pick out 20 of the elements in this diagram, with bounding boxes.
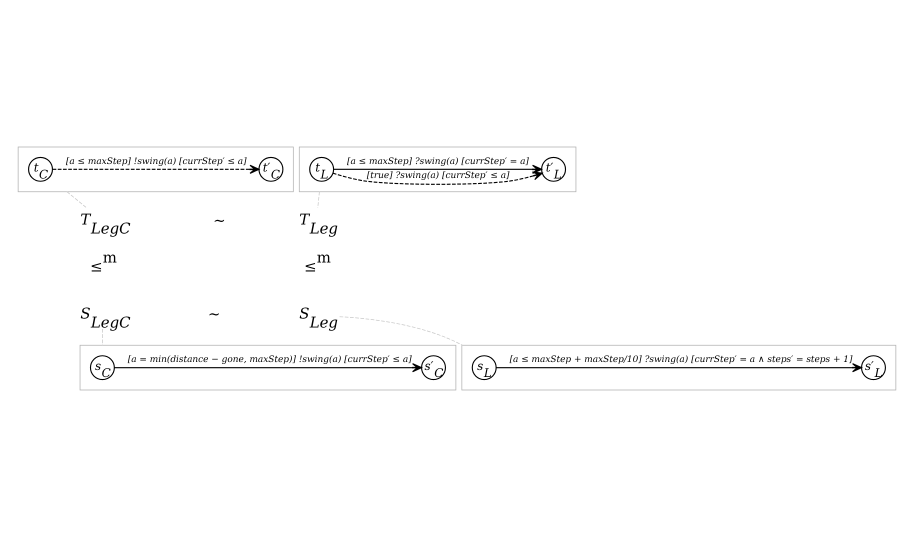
arrow [52, 164, 260, 174]
connector [66, 190, 88, 208]
connector [339, 316, 463, 346]
arrow [332, 170, 543, 184]
label: ∼ [213, 210, 226, 229]
edge-label: [a ≤ maxStep] !swing(a) [currStep′ ≤ a] [66, 156, 247, 166]
edge-label: [a ≤ maxStep] ?swing(a) [currStep′ = a] [347, 156, 529, 166]
arrow [496, 362, 862, 372]
arrow [334, 164, 542, 174]
cluster [80, 344, 456, 390]
label: ∼ [208, 304, 220, 323]
edge-label: [true] ?swing(a) [currStep′ ≤ a] [366, 170, 510, 180]
cluster [18, 146, 294, 192]
cluster [461, 344, 896, 390]
edge-label: [a = min(distance − gone, maxStep)] !swing(a) [currStep′ ≤ a] [128, 354, 412, 365]
edge-label: [a ≤ maxStep + maxStep/10] ?swing(a) [currStep′ = a ∧ steps′ = steps + 1] [510, 354, 852, 365]
connector [102, 328, 103, 346]
arrow [114, 362, 422, 372]
cluster [298, 146, 576, 192]
connector [317, 190, 320, 208]
